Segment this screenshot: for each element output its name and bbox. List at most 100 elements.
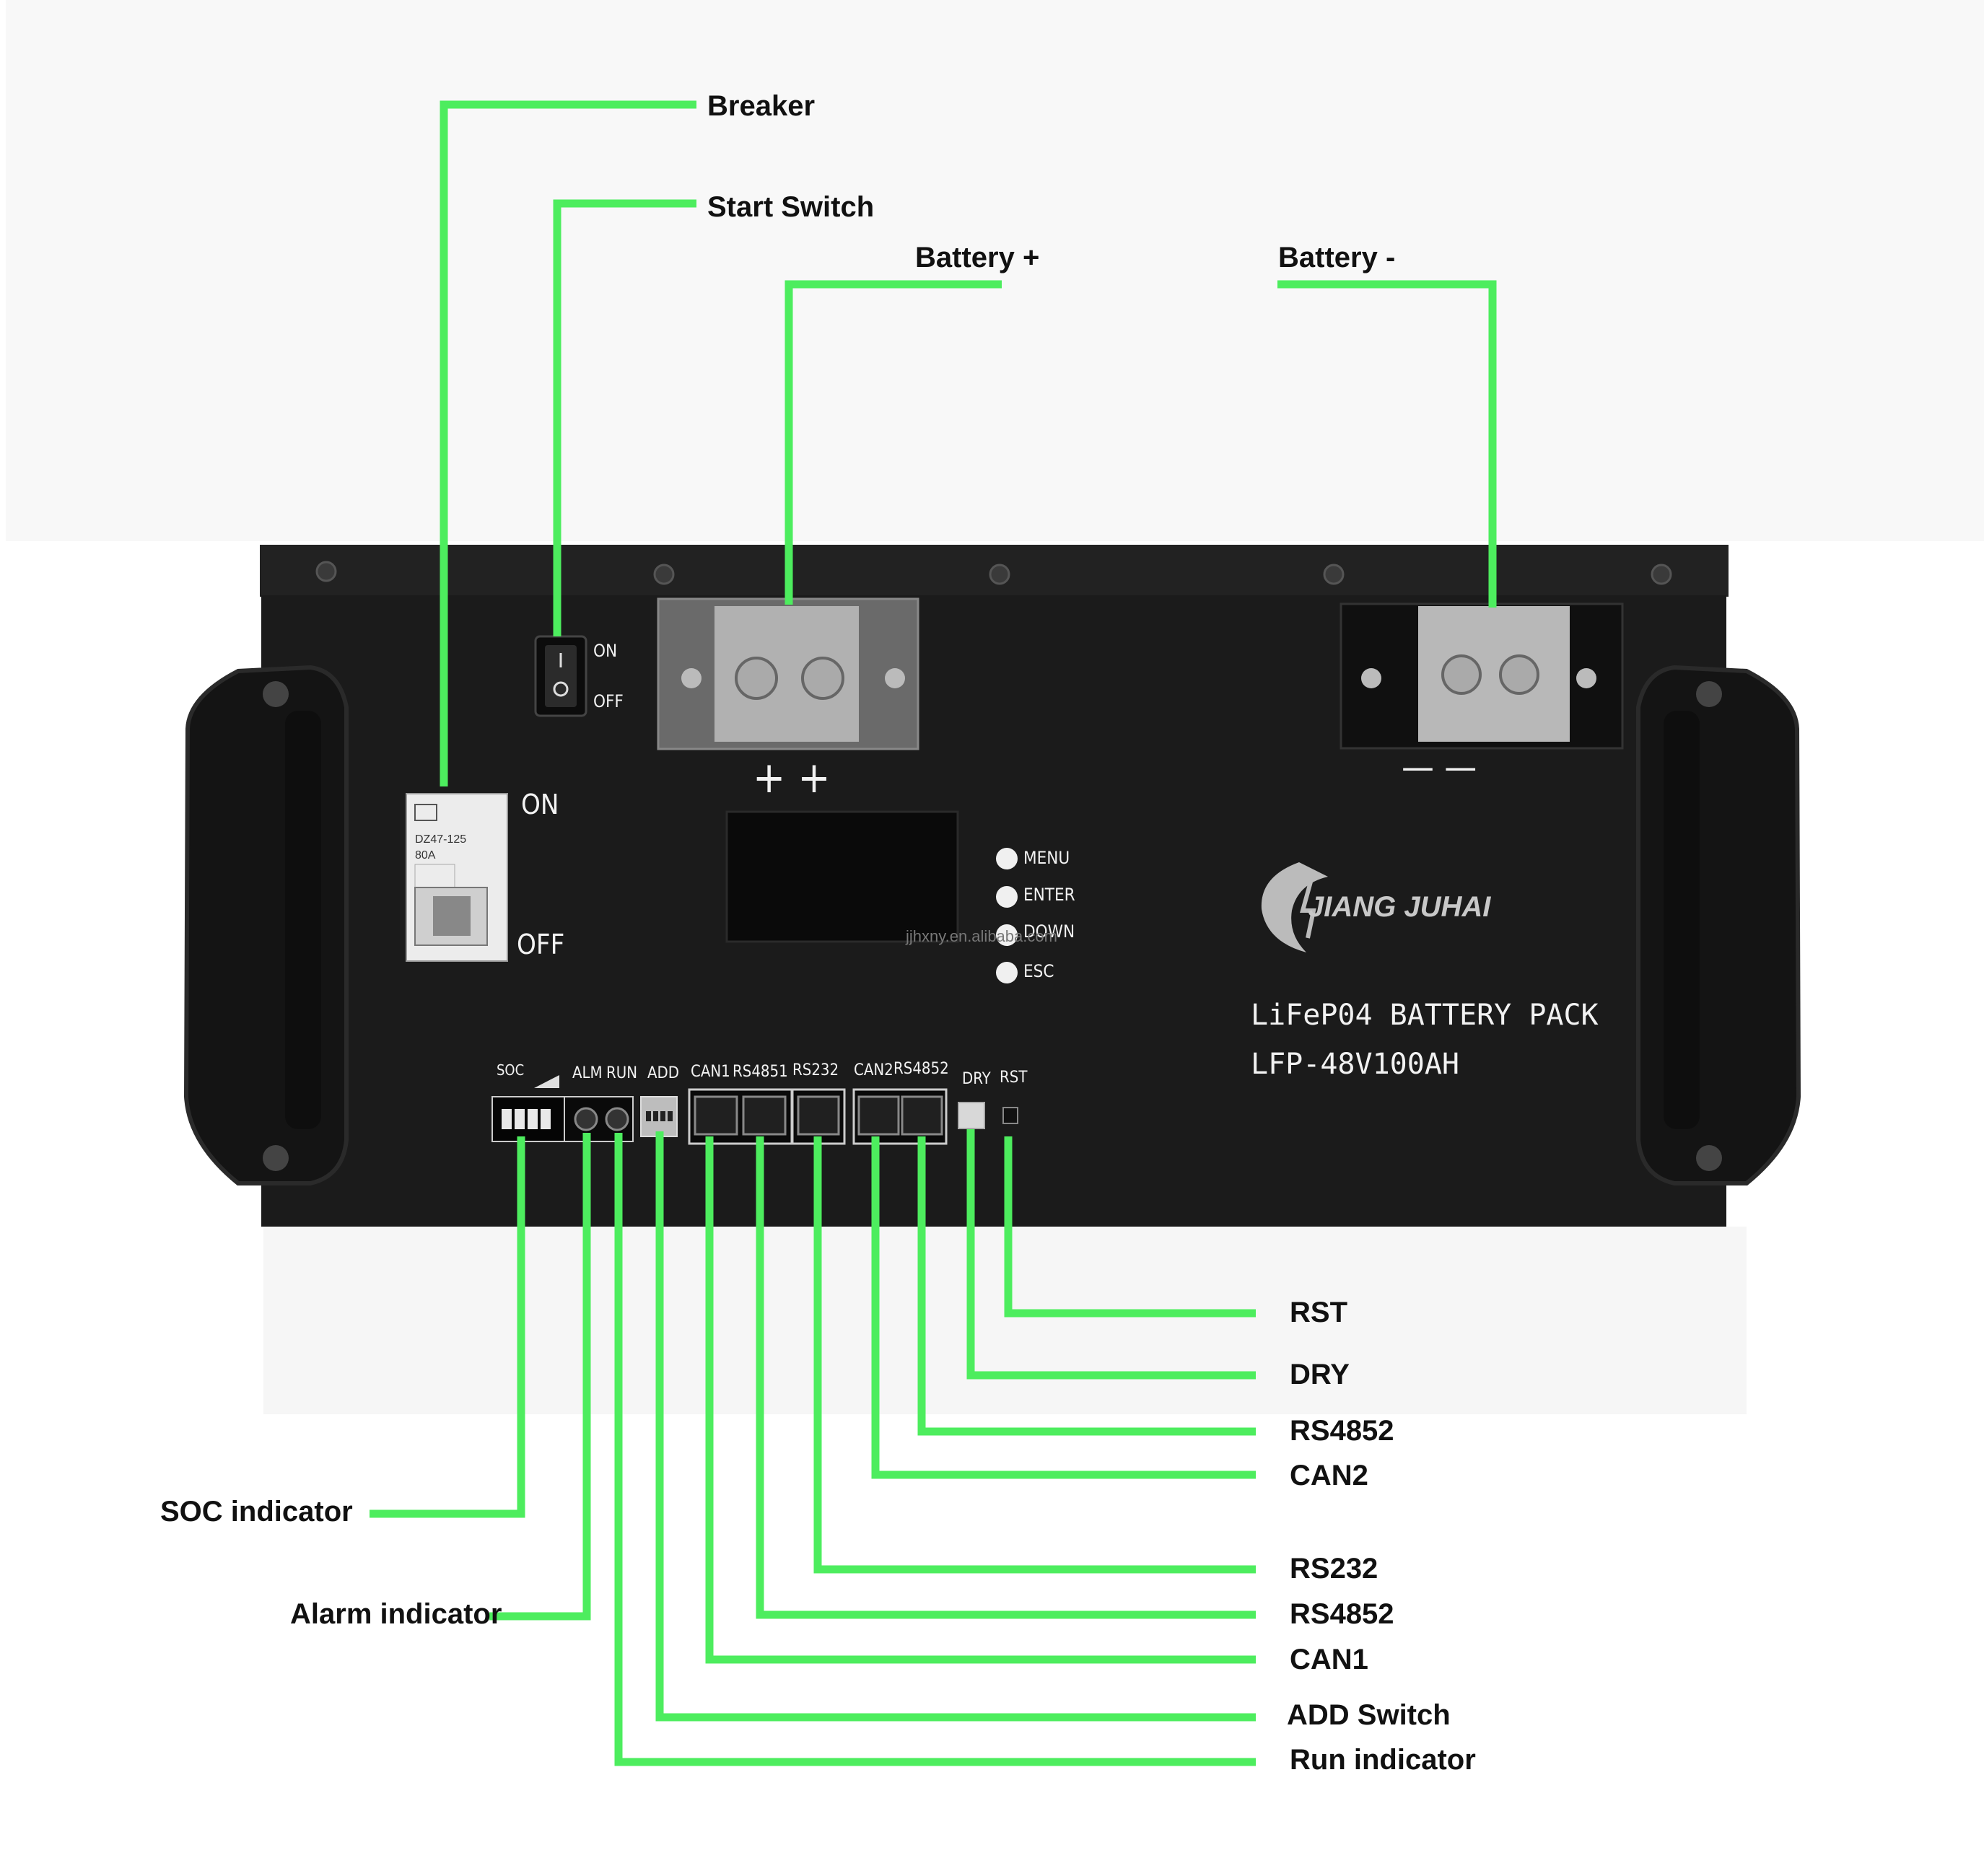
port-hardware <box>491 1088 1018 1145</box>
soc-indicator-leader <box>370 1136 525 1518</box>
rst-button[interactable] <box>1002 1107 1018 1124</box>
run-indicator-leader <box>614 1133 1256 1766</box>
rs232-port-label: RS232 <box>792 1061 839 1079</box>
product-line-1: LiFeP04 BATTERY PACK <box>1251 999 1599 1032</box>
breaker-on-label: ON <box>521 789 559 820</box>
rs4852-b-callout: RS4852 <box>1290 1598 1394 1630</box>
rs4851-port[interactable] <box>742 1095 787 1136</box>
alm-port-label: ALM <box>572 1064 603 1082</box>
esc-button-label: ESC <box>1023 961 1054 981</box>
rs4852-port[interactable] <box>901 1095 943 1136</box>
start-switch-on-label: ON <box>593 641 617 661</box>
soc-level-icon <box>534 1075 559 1088</box>
esc-button[interactable] <box>996 962 1018 983</box>
can1-port-label: CAN1 <box>691 1063 730 1081</box>
product-line-2: LFP-48V100AH <box>1251 1048 1459 1081</box>
lcd-screen <box>725 810 959 943</box>
start-switch[interactable] <box>534 635 587 717</box>
handle-screw-icon <box>263 681 289 707</box>
negative-terminal <box>1340 602 1624 750</box>
breaker-leader <box>440 100 696 786</box>
dry-leader <box>966 1129 1256 1380</box>
rs4852-b-leader <box>756 1136 1256 1619</box>
brand-name: JIANG JUHAI <box>1308 891 1491 923</box>
dry-contact[interactable] <box>958 1102 985 1129</box>
can1-callout: CAN1 <box>1290 1644 1368 1675</box>
can2-port[interactable] <box>857 1095 900 1136</box>
port-labels: SOC ALM RUN ADD CAN1 RS4851 RS232 CAN2 R… <box>497 1060 1028 1088</box>
dry-port-label: DRY <box>962 1070 992 1088</box>
breaker-model: DZ47-125 <box>415 833 466 846</box>
breaker-rating: 80A <box>415 849 436 862</box>
alarm-indicator-callout: Alarm indicator <box>290 1598 502 1630</box>
screw-icon <box>653 564 675 585</box>
leader-lines <box>370 100 1497 1766</box>
left-handle <box>183 665 349 1185</box>
soc-port-label: SOC <box>497 1061 524 1079</box>
rst-callout: RST <box>1290 1297 1347 1328</box>
terminal-bolt-icon <box>801 657 844 700</box>
rst-leader <box>1004 1136 1256 1318</box>
right-handle <box>1636 665 1801 1185</box>
handle-screw-icon <box>263 1145 289 1171</box>
terminal-bolt-icon <box>1499 654 1539 695</box>
can1-port[interactable] <box>694 1095 738 1136</box>
rst-port-label: RST <box>1000 1069 1028 1087</box>
menu-button-label: MENU <box>1023 848 1070 868</box>
positive-terminal <box>657 597 919 750</box>
can2-leader <box>871 1136 1256 1479</box>
menu-button[interactable] <box>996 848 1018 869</box>
enter-button[interactable] <box>996 886 1018 908</box>
breaker[interactable]: DZ47-125 80A <box>406 793 508 962</box>
rs232-callout: RS232 <box>1290 1553 1378 1584</box>
screw-icon <box>989 564 1010 585</box>
negative-marks: — — <box>1402 746 1477 788</box>
screw-icon <box>315 561 337 582</box>
rs232-leader <box>813 1136 1256 1574</box>
add-port-label: ADD <box>647 1064 679 1082</box>
screw-icon <box>1361 668 1381 688</box>
watermark: jjhxny.en.alibaba.com <box>905 927 1057 945</box>
brand-logo-icon <box>1261 862 1328 952</box>
rs232-port[interactable] <box>797 1095 840 1136</box>
battery-plus-callout: Battery + <box>915 242 1039 273</box>
can2-port-label: CAN2 <box>854 1061 893 1079</box>
control-buttons: MENU ENTER DOWN ESC <box>996 848 1075 983</box>
top-backdrop <box>6 0 1984 541</box>
can1-leader <box>705 1136 1256 1664</box>
run-indicator-callout: Run indicator <box>1290 1744 1476 1776</box>
can2-callout: CAN2 <box>1290 1460 1368 1491</box>
add-switch-callout: ADD Switch <box>1287 1699 1451 1731</box>
callout-labels: Breaker Start Switch Battery + Battery -… <box>160 90 1476 1776</box>
rs4851-port-label: RS4851 <box>733 1063 788 1081</box>
handle-screw-icon <box>1696 1145 1722 1171</box>
breaker-callout: Breaker <box>707 90 815 122</box>
add-switch-leader <box>655 1131 1256 1722</box>
start-switch-leader <box>553 199 696 636</box>
down-button-label: DOWN <box>1023 921 1075 942</box>
battery-plus-leader <box>785 280 1002 605</box>
screw-icon <box>1651 564 1672 585</box>
start-switch-off-label: OFF <box>593 691 624 711</box>
terminal-bolt-icon <box>1441 654 1482 695</box>
run-indicator <box>605 1107 629 1131</box>
handle-screw-icon <box>1696 681 1722 707</box>
start-switch-callout: Start Switch <box>707 191 874 223</box>
rs4852-port-label: RS4852 <box>893 1060 949 1078</box>
soc-indicator-callout: SOC indicator <box>160 1496 353 1527</box>
battery-minus-leader <box>1277 280 1497 608</box>
breaker-off-label: OFF <box>517 929 564 960</box>
screw-icon <box>1323 564 1345 585</box>
dry-callout: DRY <box>1290 1359 1350 1390</box>
down-button[interactable] <box>996 924 1018 946</box>
screw-icon <box>681 668 702 688</box>
battery-cabinet: ON OFF DZ47-125 80A ON OFF + + <box>183 545 1801 1227</box>
rs4852-a-callout: RS4852 <box>1290 1415 1394 1447</box>
rs4852-a-leader <box>917 1136 1256 1436</box>
rail-screws <box>315 561 1672 585</box>
positive-marks: + + <box>753 753 831 803</box>
enter-button-label: ENTER <box>1023 885 1075 905</box>
run-port-label: RUN <box>606 1064 637 1082</box>
breaker-toggle[interactable] <box>433 896 471 936</box>
